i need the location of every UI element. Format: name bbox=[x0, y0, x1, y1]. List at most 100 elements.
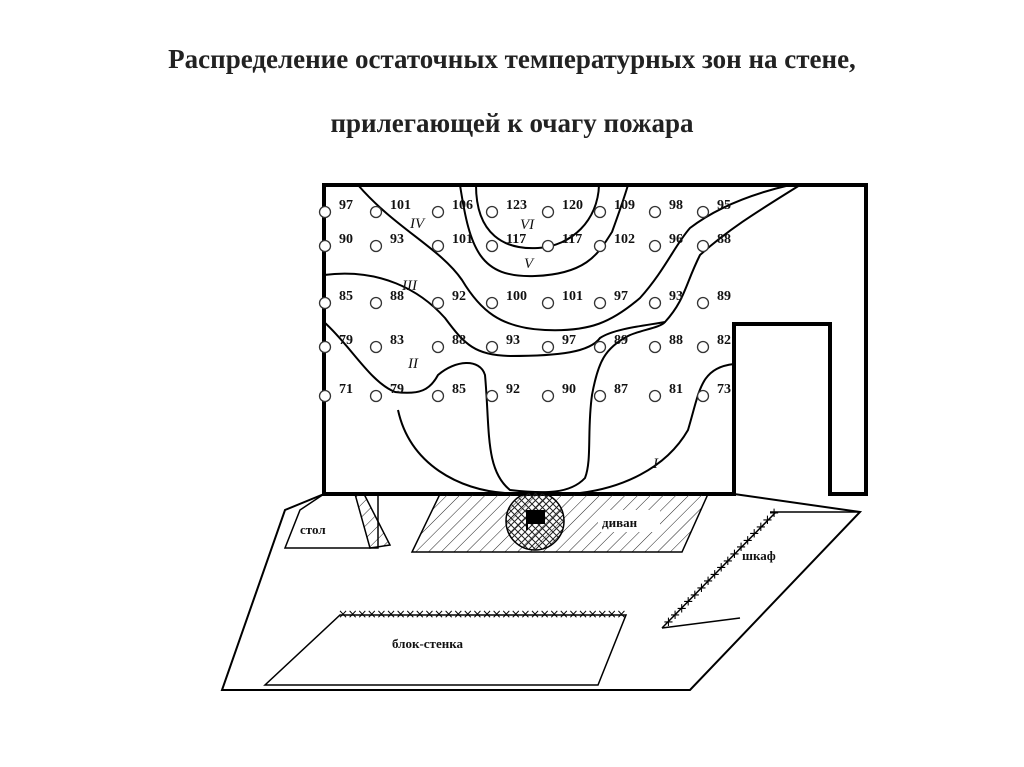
wardrobe-mark: + bbox=[722, 554, 733, 569]
zone-label-vi: VI bbox=[520, 217, 535, 233]
measurement-point bbox=[369, 296, 383, 310]
wall-unit-mark: × bbox=[434, 607, 444, 621]
measurement-value: 97 bbox=[614, 289, 628, 304]
wall-unit-mark: × bbox=[578, 607, 588, 621]
measurement-value: 101 bbox=[562, 289, 583, 304]
wall-unit-mark: × bbox=[405, 607, 415, 621]
measurement-value: 89 bbox=[717, 289, 731, 304]
measurement-point bbox=[318, 239, 332, 253]
measurement-value: 85 bbox=[339, 289, 353, 304]
measurement-value: 88 bbox=[717, 232, 731, 247]
fire-source bbox=[505, 491, 565, 551]
wall-unit-mark: × bbox=[549, 607, 559, 621]
measurement-point bbox=[431, 389, 445, 403]
measurement-point bbox=[696, 205, 710, 219]
wardrobe-mark: + bbox=[742, 533, 753, 548]
floor-outline bbox=[220, 493, 863, 691]
table: стол bbox=[283, 493, 392, 549]
measurement-point bbox=[541, 205, 555, 219]
wall-unit-mark: × bbox=[540, 607, 550, 621]
wardrobe-mark: + bbox=[689, 588, 700, 603]
measurement-point bbox=[318, 340, 332, 354]
wardrobe-mark: + bbox=[676, 601, 687, 616]
measurement-value: 87 bbox=[614, 382, 628, 397]
wardrobe-mark: + bbox=[709, 567, 720, 582]
zone-contours bbox=[323, 184, 801, 494]
measurement-point bbox=[593, 205, 607, 219]
measurement-value: 93 bbox=[506, 333, 520, 348]
wardrobe-mark: + bbox=[755, 520, 766, 535]
measurement-point bbox=[593, 239, 607, 253]
measurement-point bbox=[648, 296, 662, 310]
measurement-value: 83 bbox=[390, 333, 404, 348]
measurement-value: 79 bbox=[339, 333, 353, 348]
wall-unit-mark: × bbox=[520, 607, 530, 621]
wall-unit-mark: × bbox=[367, 607, 377, 621]
wall-unit-mark: × bbox=[348, 607, 358, 621]
measurement-point bbox=[648, 389, 662, 403]
wardrobe-mark: + bbox=[729, 547, 740, 562]
wall-unit-mark: × bbox=[616, 607, 626, 621]
measurement-value: 102 bbox=[614, 232, 635, 247]
measurement-value: 82 bbox=[717, 333, 731, 348]
wall-unit-mark: × bbox=[511, 607, 521, 621]
measurement-point bbox=[696, 296, 710, 310]
measurement-value: 95 bbox=[717, 198, 731, 213]
measurement-value: 93 bbox=[669, 289, 683, 304]
measurement-point bbox=[648, 205, 662, 219]
measurement-value: 93 bbox=[390, 232, 404, 247]
measurement-point bbox=[318, 389, 332, 403]
zone-label-iii: III bbox=[401, 278, 418, 294]
measurement-value: 100 bbox=[506, 289, 527, 304]
measurement-point bbox=[318, 205, 332, 219]
measurement-point bbox=[696, 239, 710, 253]
measurement-value: 79 bbox=[390, 382, 404, 397]
measurement-value: 90 bbox=[339, 232, 353, 247]
zone-label-ii: II bbox=[407, 356, 419, 372]
measurement-point bbox=[541, 340, 555, 354]
wall-unit-mark: × bbox=[424, 607, 434, 621]
wall-unit-label: блок-стенка bbox=[392, 636, 463, 651]
measurement-point bbox=[648, 340, 662, 354]
wall-unit-mark: × bbox=[444, 607, 454, 621]
measurement-point bbox=[431, 239, 445, 253]
wall-outline bbox=[322, 183, 868, 496]
wall-unit-mark: × bbox=[588, 607, 598, 621]
measurement-point bbox=[593, 296, 607, 310]
measurement-point bbox=[369, 205, 383, 219]
measurement-value: 90 bbox=[562, 382, 576, 397]
measurement-value: 98 bbox=[669, 198, 683, 213]
measurement-point bbox=[541, 296, 555, 310]
measurement-point bbox=[541, 389, 555, 403]
zone-label-v: V bbox=[524, 256, 535, 272]
measurement-point bbox=[485, 389, 499, 403]
table-label: стол bbox=[300, 522, 326, 537]
wardrobe-mark: + bbox=[716, 561, 727, 576]
wall-unit-mark: × bbox=[357, 607, 367, 621]
wall-unit-mark: × bbox=[338, 607, 348, 621]
measurement-value: 92 bbox=[506, 382, 520, 397]
measurement-value: 101 bbox=[452, 232, 473, 247]
measurement-value: 97 bbox=[562, 333, 576, 348]
wardrobe-mark: + bbox=[663, 615, 674, 630]
measurement-value: 117 bbox=[506, 232, 526, 247]
wall-unit-mark: × bbox=[530, 607, 540, 621]
wardrobe: +++++++++++++++++ шкаф bbox=[661, 506, 860, 630]
wardrobe-mark: + bbox=[703, 574, 714, 589]
zone-label-i: I bbox=[652, 456, 659, 472]
measurement-value: 71 bbox=[339, 382, 353, 397]
wall-unit-mark: × bbox=[463, 607, 473, 621]
wardrobe-mark: + bbox=[670, 608, 681, 623]
measurement-value: 88 bbox=[390, 289, 404, 304]
measurement-value: 92 bbox=[452, 289, 466, 304]
wardrobe-mark: + bbox=[696, 581, 707, 596]
measurement-point bbox=[541, 239, 555, 253]
measurement-point bbox=[369, 239, 383, 253]
measurement-point bbox=[369, 340, 383, 354]
measurement-point bbox=[431, 296, 445, 310]
measurement-value: 81 bbox=[669, 382, 683, 397]
wall-unit-mark: × bbox=[453, 607, 463, 621]
measurement-point bbox=[369, 389, 383, 403]
